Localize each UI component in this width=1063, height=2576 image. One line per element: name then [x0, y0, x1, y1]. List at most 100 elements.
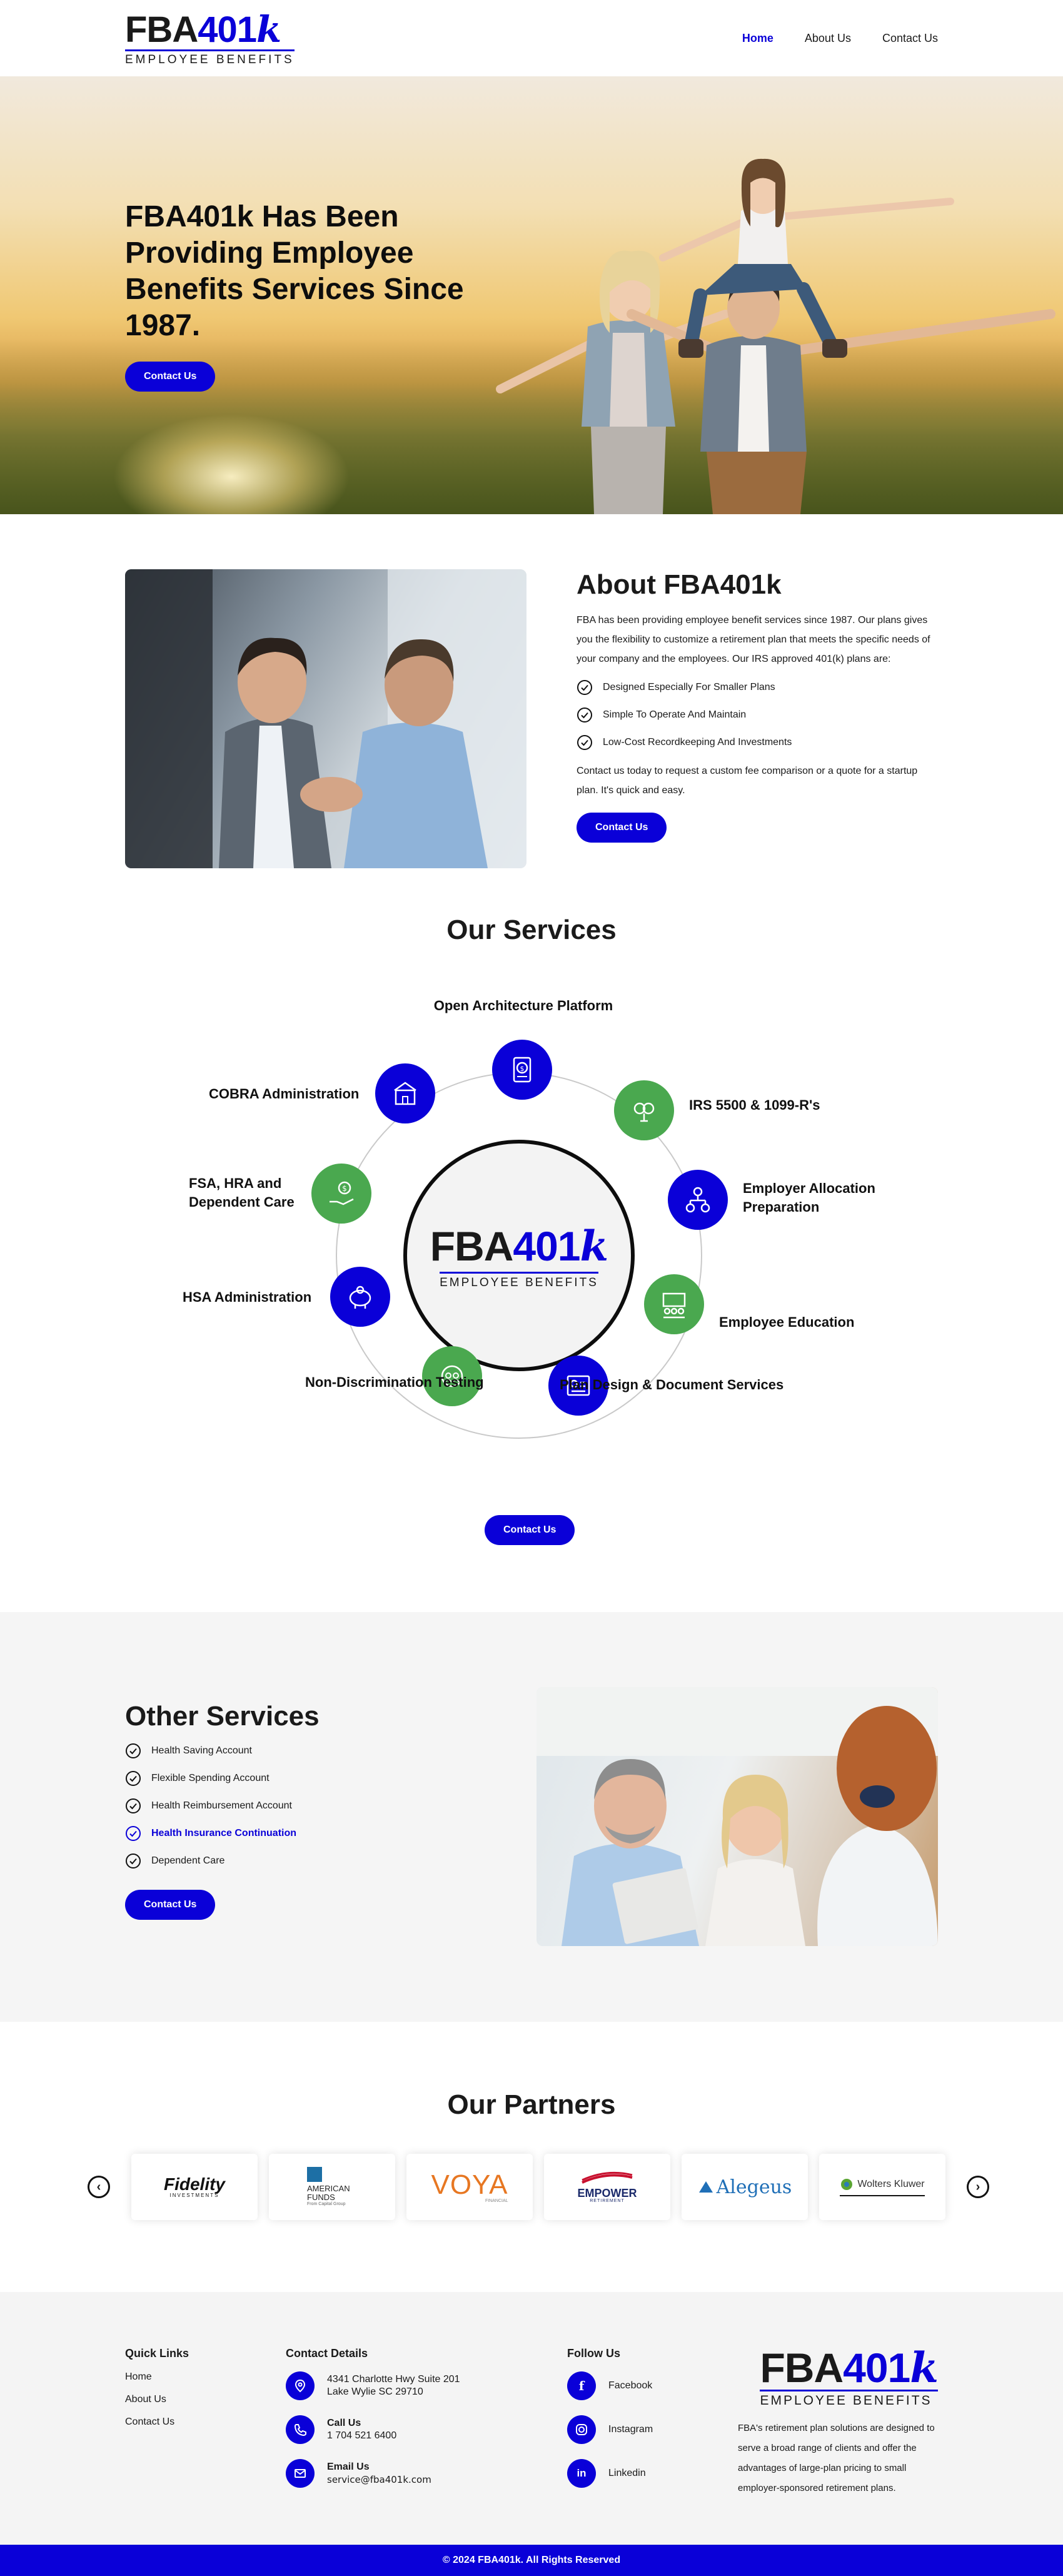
list-item[interactable]: Health Reimbursement Account — [125, 1792, 320, 1820]
about-title: About FBA401k — [577, 569, 782, 600]
brand-logo[interactable]: FBA401k EMPLOYEE BENEFITS — [125, 11, 295, 66]
call-label: Call Us — [327, 2418, 361, 2428]
list-item-text: Flexible Spending Account — [151, 1773, 270, 1783]
logo-fba: FBA — [760, 2345, 844, 2391]
alegeus-mark-icon — [698, 2181, 713, 2193]
hero-contact-button[interactable]: Contact Us — [125, 362, 216, 392]
phone-icon — [286, 2415, 315, 2444]
building-icon[interactable] — [375, 1063, 435, 1123]
check-circle-icon — [126, 1798, 141, 1813]
hero-family-illustration — [496, 158, 1055, 514]
check-circle-icon — [577, 707, 592, 723]
list-item-text: Health Saving Account — [151, 1745, 252, 1756]
footer-link-about[interactable]: About Us — [125, 2394, 166, 2405]
team-gear-icon[interactable] — [422, 1346, 482, 1406]
list-item: Low-Cost Recordkeeping And Investments — [577, 729, 938, 756]
footer-quick-links: Quick Links Home About Us Contact Us — [125, 2347, 286, 2503]
presentation-icon[interactable] — [644, 1274, 704, 1334]
footer-link-home[interactable]: Home — [125, 2371, 152, 2382]
other-services-contact-button[interactable]: Contact Us — [125, 1890, 216, 1920]
list-item-text: Simple To Operate And Maintain — [603, 709, 747, 720]
wolters-kluwer-mark-icon — [841, 2179, 853, 2190]
list-item-text: Designed Especially For Smaller Plans — [603, 682, 775, 692]
partner-logo-american-funds[interactable]: AMERICAN FUNDS From Capital Group — [269, 2154, 395, 2220]
partner-name: Wolters Kluwer — [857, 2179, 925, 2189]
logo-tagline: EMPLOYEE BENEFITS — [760, 2390, 938, 2407]
list-item-highlighted[interactable]: Health Insurance Continuation — [125, 1820, 320, 1847]
footer-contact-details: Contact Details 4341 Charlotte Hwy Suite… — [286, 2347, 567, 2503]
partner-logos: Fidelity INVESTMENTS AMERICAN FUNDS From… — [131, 2154, 945, 2220]
consultation-photo — [537, 1687, 938, 1946]
footer-phone[interactable]: Call Us 1 704 521 6400 — [286, 2415, 567, 2444]
list-item: Simple To Operate And Maintain — [577, 701, 938, 729]
nav-about[interactable]: About Us — [804, 31, 851, 44]
partner-sub: INVESTMENTS — [169, 2193, 219, 2198]
list-item-text: Low-Cost Recordkeeping And Investments — [603, 737, 792, 748]
service-label-open-architecture: Open Architecture Platform — [433, 998, 613, 1013]
partner-name: Alegeus — [716, 2176, 792, 2198]
list-item-text: Health Insurance Continuation — [151, 1828, 297, 1838]
nav-contact[interactable]: Contact Us — [882, 31, 938, 44]
about-contact-button[interactable]: Contact Us — [577, 813, 667, 843]
about-intro: FBA has been providing employee benefit … — [577, 615, 930, 664]
list-item[interactable]: Health Saving Account — [125, 1737, 320, 1765]
footer-email[interactable]: Email Us service@fba401k.com — [286, 2459, 567, 2488]
partner-logo-alegeus[interactable]: Alegeus — [682, 2154, 808, 2220]
footer-about-text: FBA's retirement plan solutions are desi… — [738, 2423, 935, 2493]
about-checklist: Designed Especially For Smaller Plans Si… — [577, 674, 938, 756]
logo-k: k — [256, 8, 281, 51]
logo-tagline: EMPLOYEE BENEFITS — [440, 1271, 598, 1290]
list-item-text: Health Reimbursement Account — [151, 1800, 292, 1811]
org-chart-icon[interactable] — [668, 1170, 728, 1230]
services-section: Our Services FBA401k EMPLOYEE BENEFITS $… — [0, 915, 1063, 1612]
partner-name: VOYA — [431, 2169, 508, 2200]
footer-follow-us: Follow Us f Facebook Instagram in Linked… — [567, 2347, 738, 2503]
list-item[interactable]: Dependent Care — [125, 1847, 320, 1875]
footer-link-contact[interactable]: Contact Us — [125, 2416, 175, 2427]
plan-document-icon[interactable] — [548, 1356, 608, 1416]
logo-401: 401 — [843, 2345, 910, 2391]
empower-flag-icon — [582, 2171, 633, 2184]
svg-text:$: $ — [342, 1184, 347, 1193]
partners-section: Our Partners ‹ Fidelity INVESTMENTS AMER… — [0, 2022, 1063, 2292]
address-line-2: Lake Wylie SC 29710 — [327, 2386, 423, 2397]
facebook-icon: f — [567, 2371, 596, 2400]
partner-logo-voya[interactable]: VOYA FINANCIAL — [406, 2154, 533, 2220]
hand-dollar-icon[interactable]: $ — [311, 1164, 371, 1224]
logo-401: 401 — [513, 1222, 580, 1269]
email-label: Email Us — [327, 2461, 370, 2472]
piggy-bank-icon[interactable] — [330, 1267, 390, 1327]
consultation-illustration — [537, 1687, 938, 1946]
copyright-bar: © 2024 FBA401k. All Rights Reserved — [0, 2545, 1063, 2576]
list-item[interactable]: Flexible Spending Account — [125, 1765, 320, 1792]
service-label-fsa: FSA, HRA and Dependent Care — [189, 1175, 295, 1210]
social-instagram[interactable]: Instagram — [567, 2415, 738, 2444]
document-dollar-icon[interactable]: $ — [492, 1040, 552, 1100]
social-facebook[interactable]: f Facebook — [567, 2371, 738, 2400]
social-label: Linkedin — [608, 2468, 646, 2478]
check-circle-icon — [577, 680, 592, 695]
partner-logo-empower[interactable]: EMPOWER RETIREMENT — [544, 2154, 670, 2220]
footer-heading: Contact Details — [286, 2347, 368, 2360]
site-footer: Quick Links Home About Us Contact Us Con… — [0, 2292, 1063, 2545]
partner-logo-wolters-kluwer[interactable]: Wolters Kluwer — [819, 2154, 945, 2220]
carousel-next-arrow-icon[interactable]: › — [967, 2176, 989, 2198]
list-item: Designed Especially For Smaller Plans — [577, 674, 938, 701]
service-label-hsa: HSA Administration — [183, 1289, 312, 1305]
partner-sub: FINANCIAL — [485, 2198, 508, 2203]
services-contact-button[interactable]: Contact Us — [485, 1515, 575, 1545]
social-label: Instagram — [608, 2424, 653, 2435]
coins-icon[interactable] — [614, 1080, 674, 1140]
logo-k: k — [580, 1221, 609, 1270]
partner-name: Fidelity — [163, 2174, 225, 2194]
social-linkedin[interactable]: in Linkedin — [567, 2459, 738, 2488]
check-circle-icon — [577, 735, 592, 750]
logo-tagline: EMPLOYEE BENEFITS — [125, 49, 295, 66]
logo-fba: FBA — [430, 1222, 514, 1269]
footer-brand-logo[interactable]: FBA401k EMPLOYEE BENEFITS — [760, 2345, 939, 2407]
carousel-prev-arrow-icon[interactable]: ‹ — [88, 2176, 110, 2198]
check-circle-icon — [126, 1853, 141, 1869]
nav-home[interactable]: Home — [742, 31, 773, 44]
partner-logo-fidelity[interactable]: Fidelity INVESTMENTS — [131, 2154, 258, 2220]
partner-name: AMERICAN FUNDS — [307, 2183, 350, 2203]
